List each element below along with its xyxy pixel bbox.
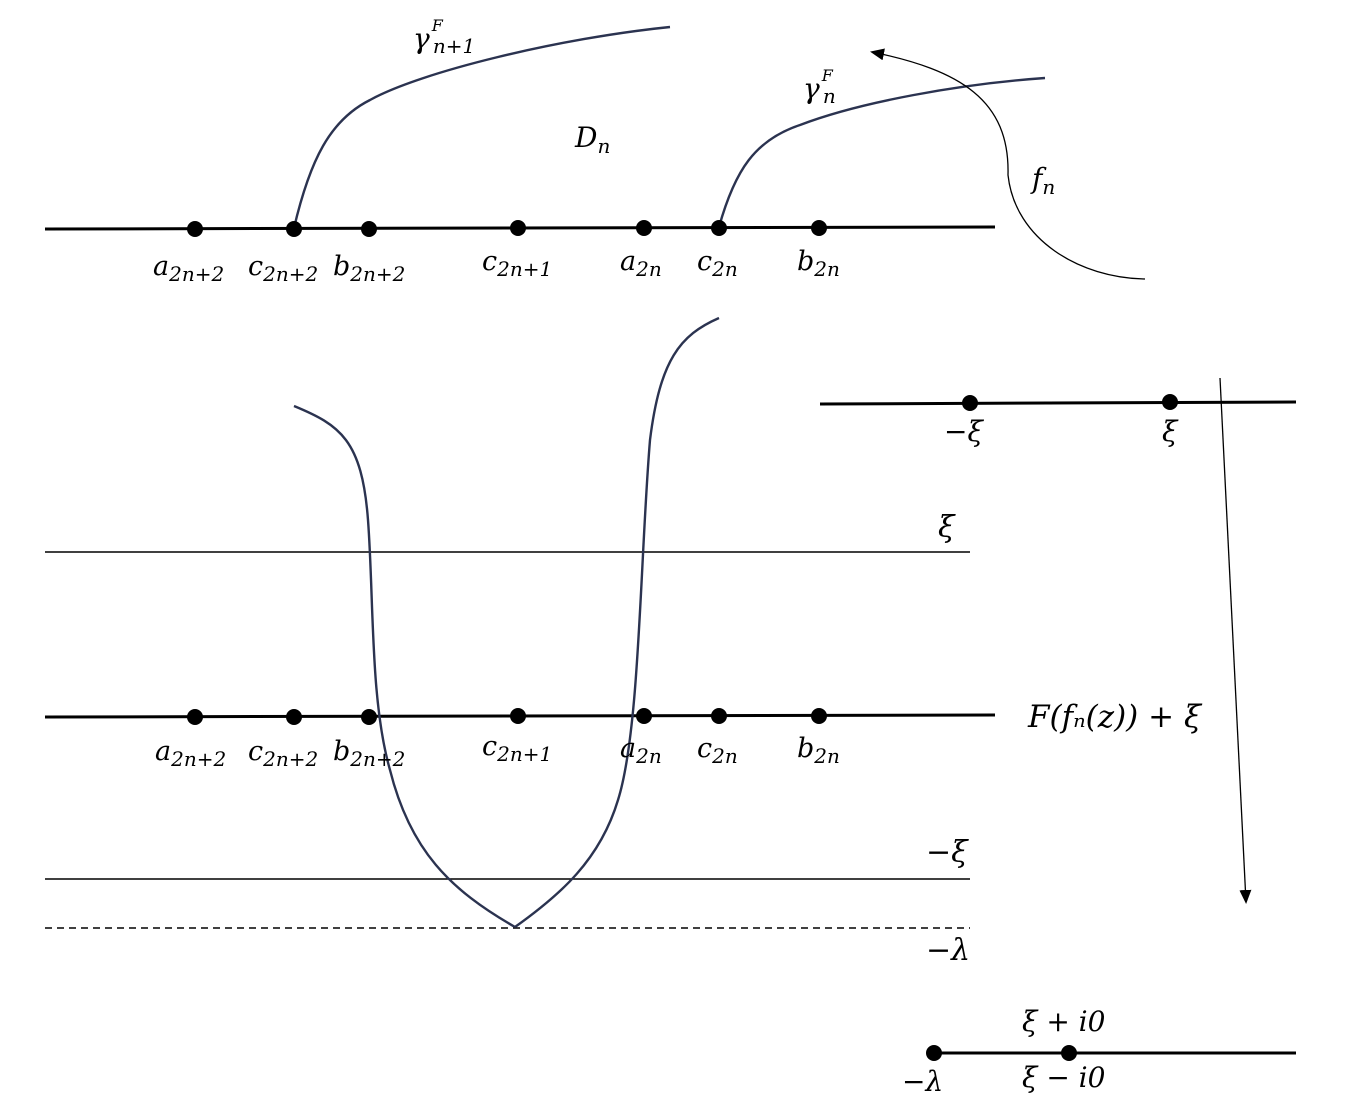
top-label-a2n2: a2n+2 [153,251,224,286]
right-top-label-xi: ξ [1162,415,1179,448]
top-label-a2n: a2n [620,246,662,281]
top-label-c2n1: c2n+1 [482,246,552,281]
mid-label-c2n2: c2n+2 [248,736,318,771]
right-bottom-label-xi-minus: ξ − i0 [1022,1061,1105,1094]
middle-panel: a2n+2 c2n+2 b2n+2 c2n+1 a2n c2n b2n ξ −ξ… [44,316,1203,968]
right-bottom-label-minus-lambda: −λ [902,1065,943,1098]
right-bottom-panel: −λ ξ + i0 ξ − i0 [902,1005,1296,1098]
fn-map-arrow [870,48,1146,280]
image-curve-right [514,316,720,928]
right-top-point-minus-xi [962,395,978,411]
top-point-c2n [711,220,727,236]
mid-label-b2n: b2n [797,733,840,768]
top-point-a2n2 [187,221,203,237]
top-label-b2n: b2n [797,246,840,281]
top-point-labels: a2n+2 c2n+2 b2n+2 c2n+1 a2n c2n b2n [153,246,840,286]
composite-map-label: F(fₙ(z)) + ξ [1027,699,1203,735]
xi-line-label: ξ [938,510,956,545]
down-map-arrow [1219,377,1252,904]
top-point-b2n2 [361,221,377,237]
top-point-b2n [811,220,827,236]
mid-point-b2n2 [361,709,377,725]
mid-point-a2n [636,708,652,724]
top-points [187,220,827,237]
mid-point-c2n [711,708,727,724]
middle-points [187,708,827,725]
gamma-n-curve [717,76,1046,228]
top-label-c2n: c2n [697,246,738,281]
right-bottom-label-xi-plus: ξ + i0 [1022,1005,1105,1038]
right-top-label-minus-xi: −ξ [944,415,984,448]
mid-point-b2n [811,708,827,724]
image-curve-left [293,404,516,929]
mid-label-a2n: a2n [620,733,662,768]
mid-label-c2n1: c2n+1 [482,731,552,766]
minus-lambda-line-label: −λ [926,933,970,968]
mid-point-c2n1 [510,708,526,724]
middle-point-labels: a2n+2 c2n+2 b2n+2 c2n+1 a2n c2n b2n [155,731,840,771]
top-label-c2n2: c2n+2 [248,251,318,286]
gamma-n-plus-1-curve [292,25,671,229]
right-bottom-point-xi [1061,1045,1077,1061]
top-point-c2n2 [286,221,302,237]
top-label-b2n2: b2n+2 [333,251,405,286]
mid-label-b2n2: b2n+2 [333,736,405,771]
minus-xi-line-label: −ξ [926,835,969,870]
mid-label-a2n2: a2n+2 [155,736,226,771]
mid-point-a2n2 [187,709,203,725]
mid-point-c2n2 [286,709,302,725]
fn-map-label: fn [1030,162,1055,199]
right-top-axis [819,400,1297,406]
top-point-c2n1 [510,220,526,236]
mid-label-c2n: c2n [697,733,738,768]
domain-dn-label: Dn [574,121,610,158]
right-bottom-point-minus-lambda [926,1045,942,1061]
top-point-a2n [636,220,652,236]
right-top-point-xi [1162,394,1178,410]
right-top-panel: −ξ ξ [819,394,1297,448]
